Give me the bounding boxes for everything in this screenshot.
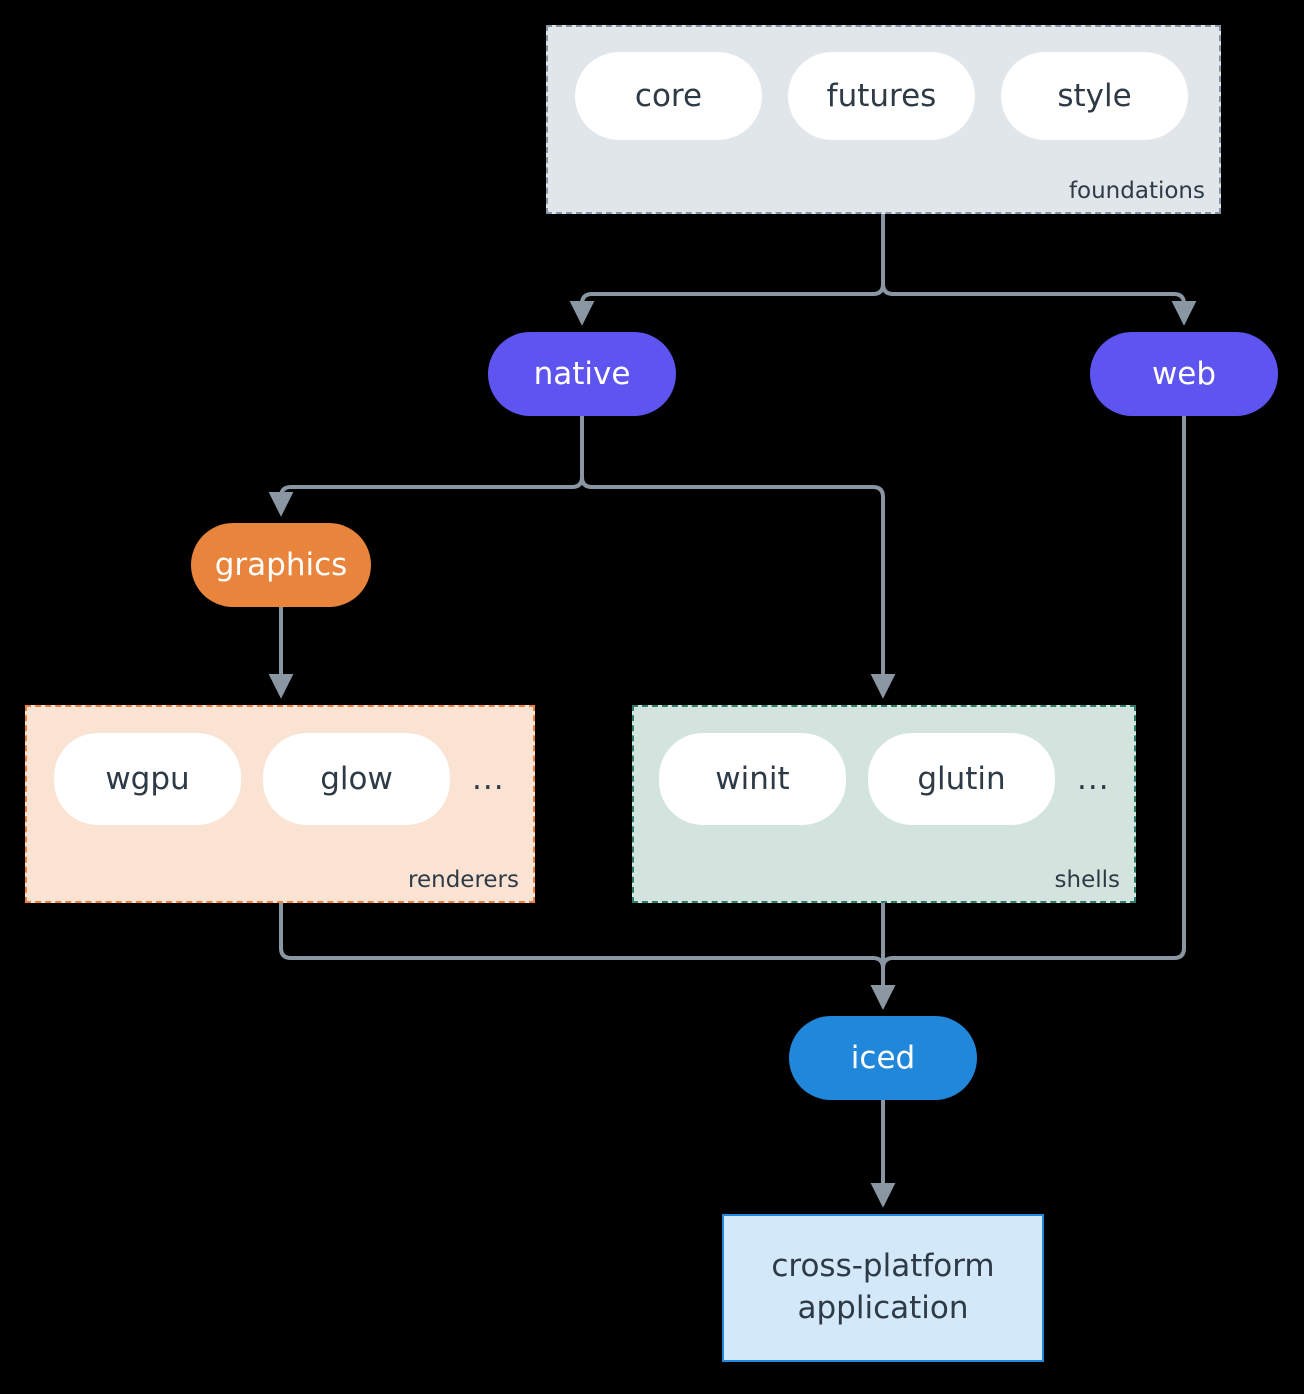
- cluster-shells: winit glutin ... shells: [632, 705, 1136, 903]
- leaf-node-glow[interactable]: glow: [263, 733, 450, 825]
- cluster-foundations: core futures style foundations: [546, 25, 1221, 214]
- cluster-label-shells: shells: [1054, 867, 1120, 893]
- node-iced[interactable]: iced: [789, 1016, 977, 1100]
- leaf-node-winit[interactable]: winit: [659, 733, 846, 825]
- shells-more-ellipsis: ...: [1077, 760, 1110, 797]
- leaf-node-style[interactable]: style: [1001, 52, 1188, 140]
- node-graphics[interactable]: graphics: [191, 523, 371, 607]
- edge-renderers-iced: [279, 903, 896, 1010]
- cluster-label-foundations: foundations: [1068, 178, 1205, 204]
- application-line-1: cross-platform: [771, 1248, 995, 1285]
- foundations-leaf-list: core futures style: [575, 52, 1188, 140]
- leaf-node-glutin[interactable]: glutin: [868, 733, 1055, 825]
- leaf-node-core[interactable]: core: [575, 52, 762, 140]
- renderers-leaf-list: wgpu glow ...: [54, 733, 505, 825]
- node-native[interactable]: native: [488, 332, 676, 416]
- edge-native-graphics: [268, 416, 584, 517]
- shells-leaf-list: winit glutin ...: [659, 733, 1110, 825]
- edge-foundations-web: [881, 214, 1197, 326]
- renderers-more-ellipsis: ...: [472, 760, 505, 797]
- edge-foundations-native: [569, 214, 885, 326]
- node-web[interactable]: web: [1090, 332, 1278, 416]
- cluster-renderers: wgpu glow ... renderers: [25, 705, 535, 903]
- cluster-label-renderers: renderers: [408, 867, 519, 893]
- node-cross-platform-application[interactable]: cross-platform application: [722, 1214, 1044, 1362]
- leaf-node-futures[interactable]: futures: [788, 52, 975, 140]
- application-line-2: application: [797, 1290, 969, 1326]
- edge-native-shells: [580, 416, 896, 699]
- leaf-node-wgpu[interactable]: wgpu: [54, 733, 241, 825]
